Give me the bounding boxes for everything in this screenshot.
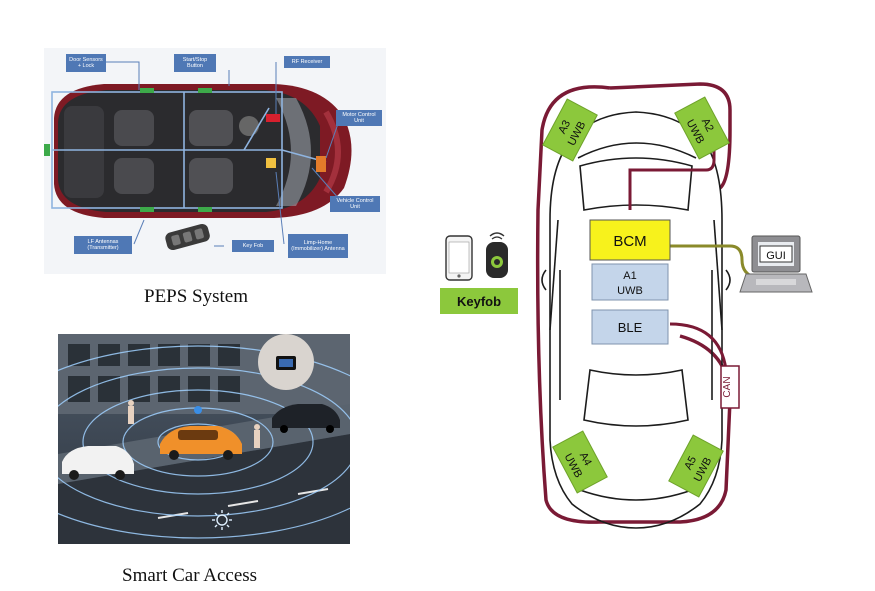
peps-caption: PEPS System xyxy=(144,286,249,307)
svg-text:A3: A3 xyxy=(556,118,573,136)
svg-text:A4: A4 xyxy=(577,450,594,468)
svg-text:A2: A2 xyxy=(699,116,716,134)
label-door-sensors: Door Sensors + Lock xyxy=(66,54,106,72)
keyfob-label: Keyfob xyxy=(457,294,501,309)
anchor-a5: A5 UWB xyxy=(668,434,724,498)
label-rf-receiver: RF Receiver xyxy=(284,56,330,68)
label-key-fob: Key Fob xyxy=(232,240,274,252)
a1-uwb-label: UWB xyxy=(617,285,643,297)
gui-label: GUI xyxy=(766,250,786,262)
label-motor-control-unit: Motor Control Unit xyxy=(336,110,382,126)
can-label: CAN xyxy=(722,376,733,397)
anchor-a2: A2 UWB xyxy=(674,96,730,160)
anchor-a4: A4 UWB xyxy=(552,430,608,494)
bcm-label: BCM xyxy=(613,233,646,250)
label-start-stop: Start/Stop Button xyxy=(174,54,216,72)
uwb-diagram: CAN BCM A1 UWB BLE A3 UWB A2 UWB A4 UWB … xyxy=(430,70,850,560)
smart-access-caption: Smart Car Access xyxy=(122,565,258,586)
key-fob-icon xyxy=(486,232,508,278)
laptop-icon xyxy=(739,235,813,293)
label-lf-antennas: LF Antennas (Transmitter) xyxy=(74,236,132,254)
gear-icon xyxy=(212,510,232,530)
peps-car-illustration xyxy=(44,48,386,274)
a1-label: A1 xyxy=(623,270,636,282)
smartphone-icon xyxy=(445,235,473,281)
smart-access-scene xyxy=(58,334,350,544)
svg-text:A5: A5 xyxy=(682,454,699,472)
uwb-system-diagram: CAN BCM A1 UWB BLE A3 UWB A2 UWB A4 UWB … xyxy=(440,82,813,529)
smart-access-illustration xyxy=(58,334,350,544)
label-vehicle-control-unit: Vehicle Control Unit xyxy=(330,196,380,212)
ble-label: BLE xyxy=(618,320,643,335)
label-limp-home-antenna: Limp-Home (Immobilizer) Antenna xyxy=(288,234,348,258)
peps-diagram: Door Sensors + Lock Start/Stop Button RF… xyxy=(44,48,386,274)
anchor-a3: A3 UWB xyxy=(542,98,598,162)
